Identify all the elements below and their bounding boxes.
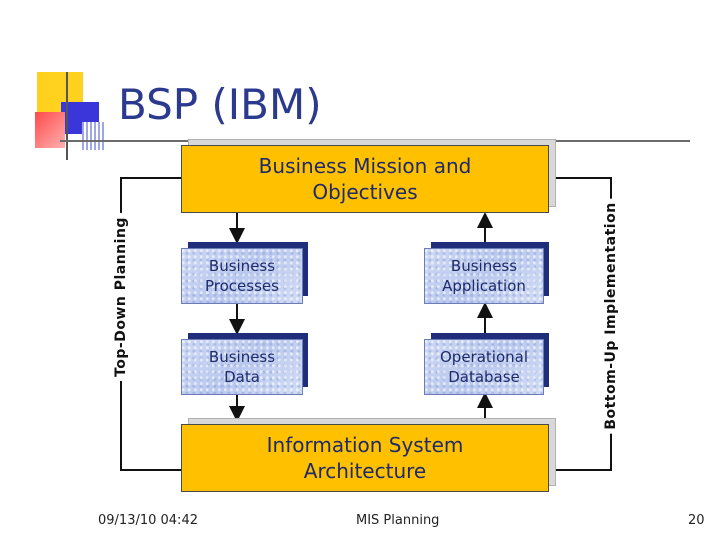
footer-date: 09/13/10 04:42	[98, 513, 198, 528]
processes-line-1: Business	[208, 256, 276, 275]
business-application-box: Business Application	[424, 248, 544, 304]
bottom-up-implementation-label: Bottom-Up Implementation	[603, 198, 619, 434]
decorative-logo	[30, 72, 110, 162]
mission-line-2: Objectives	[312, 180, 418, 204]
business-data-box: Business Data	[181, 339, 303, 395]
operational-database-box: Operational Database	[424, 339, 544, 395]
data-line-2: Data	[224, 368, 260, 386]
left-loop-line	[120, 177, 181, 471]
architecture-line-2: Architecture	[303, 459, 427, 483]
logo-lavender-stripes	[82, 122, 104, 150]
application-line-2: Application	[442, 277, 526, 295]
database-line-2: Database	[448, 368, 520, 386]
footer-title: MIS Planning	[356, 513, 440, 528]
application-line-1: Business	[450, 256, 518, 275]
slide-title: BSP (IBM)	[118, 80, 322, 129]
business-processes-box: Business Processes	[181, 248, 303, 304]
right-loop-line	[548, 177, 612, 471]
mission-objectives-box: Business Mission and Objectives	[181, 145, 549, 213]
logo-vertical-line	[66, 72, 68, 160]
data-line-1: Business	[208, 347, 276, 366]
page-number: 20	[688, 513, 705, 528]
mission-line-1: Business Mission and	[258, 154, 472, 178]
architecture-line-1: Information System	[266, 433, 464, 457]
information-architecture-box: Information System Architecture	[181, 424, 549, 492]
logo-red-square	[35, 112, 65, 148]
top-down-planning-label: Top-Down Planning	[113, 213, 129, 381]
processes-line-2: Processes	[205, 277, 279, 295]
database-line-1: Operational	[439, 347, 528, 366]
